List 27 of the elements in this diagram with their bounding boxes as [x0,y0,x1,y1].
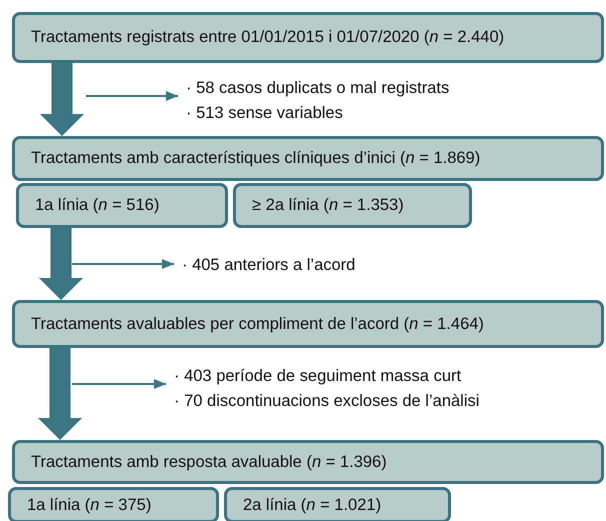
box-label: ≥ 2a línia (n = 1.353) [252,195,404,216]
process-box [233,183,472,228]
arrow [72,379,166,389]
arrow [72,259,174,269]
exclusion-note: · 58 casos duplicats o mal registrats [186,78,450,99]
box-label: 1a línia (n = 375) [27,494,152,516]
process-box [12,12,604,63]
arrow [86,91,178,101]
box-label: Tractaments avaluables per compliment de l’acord (n = 1.464) [31,314,484,334]
exclusion-note: · 513 sense variables [186,103,344,124]
flow-arrow [40,63,84,136]
process-box [12,300,604,348]
box-label: 2a línia (n = 1.021) [243,494,382,516]
box-label: Tractaments amb característiques clíniques d’inici (n = 1.869) [31,148,480,169]
exclusion-note: · 403 període de seguiment massa curt [174,366,462,387]
process-box [8,487,219,521]
process-box [12,136,604,181]
flow-arrow [38,348,82,440]
process-box [12,440,604,484]
flow-arrow [39,228,83,300]
process-box [16,183,228,228]
exclusion-note: · 405 anteriors a l’acord [182,254,356,276]
box-label: 1a línia (n = 516) [35,195,160,216]
exclusion-note: · 70 discontinuacions excloses de l’anàlisi [174,391,480,412]
box-label: Tractaments registrats entre 01/01/2015 i 01/07/2020 (n = 2.440) [31,27,504,48]
box-label: Tractaments amb resposta avaluable (n = 1.396) [31,452,387,472]
process-box [224,487,451,521]
